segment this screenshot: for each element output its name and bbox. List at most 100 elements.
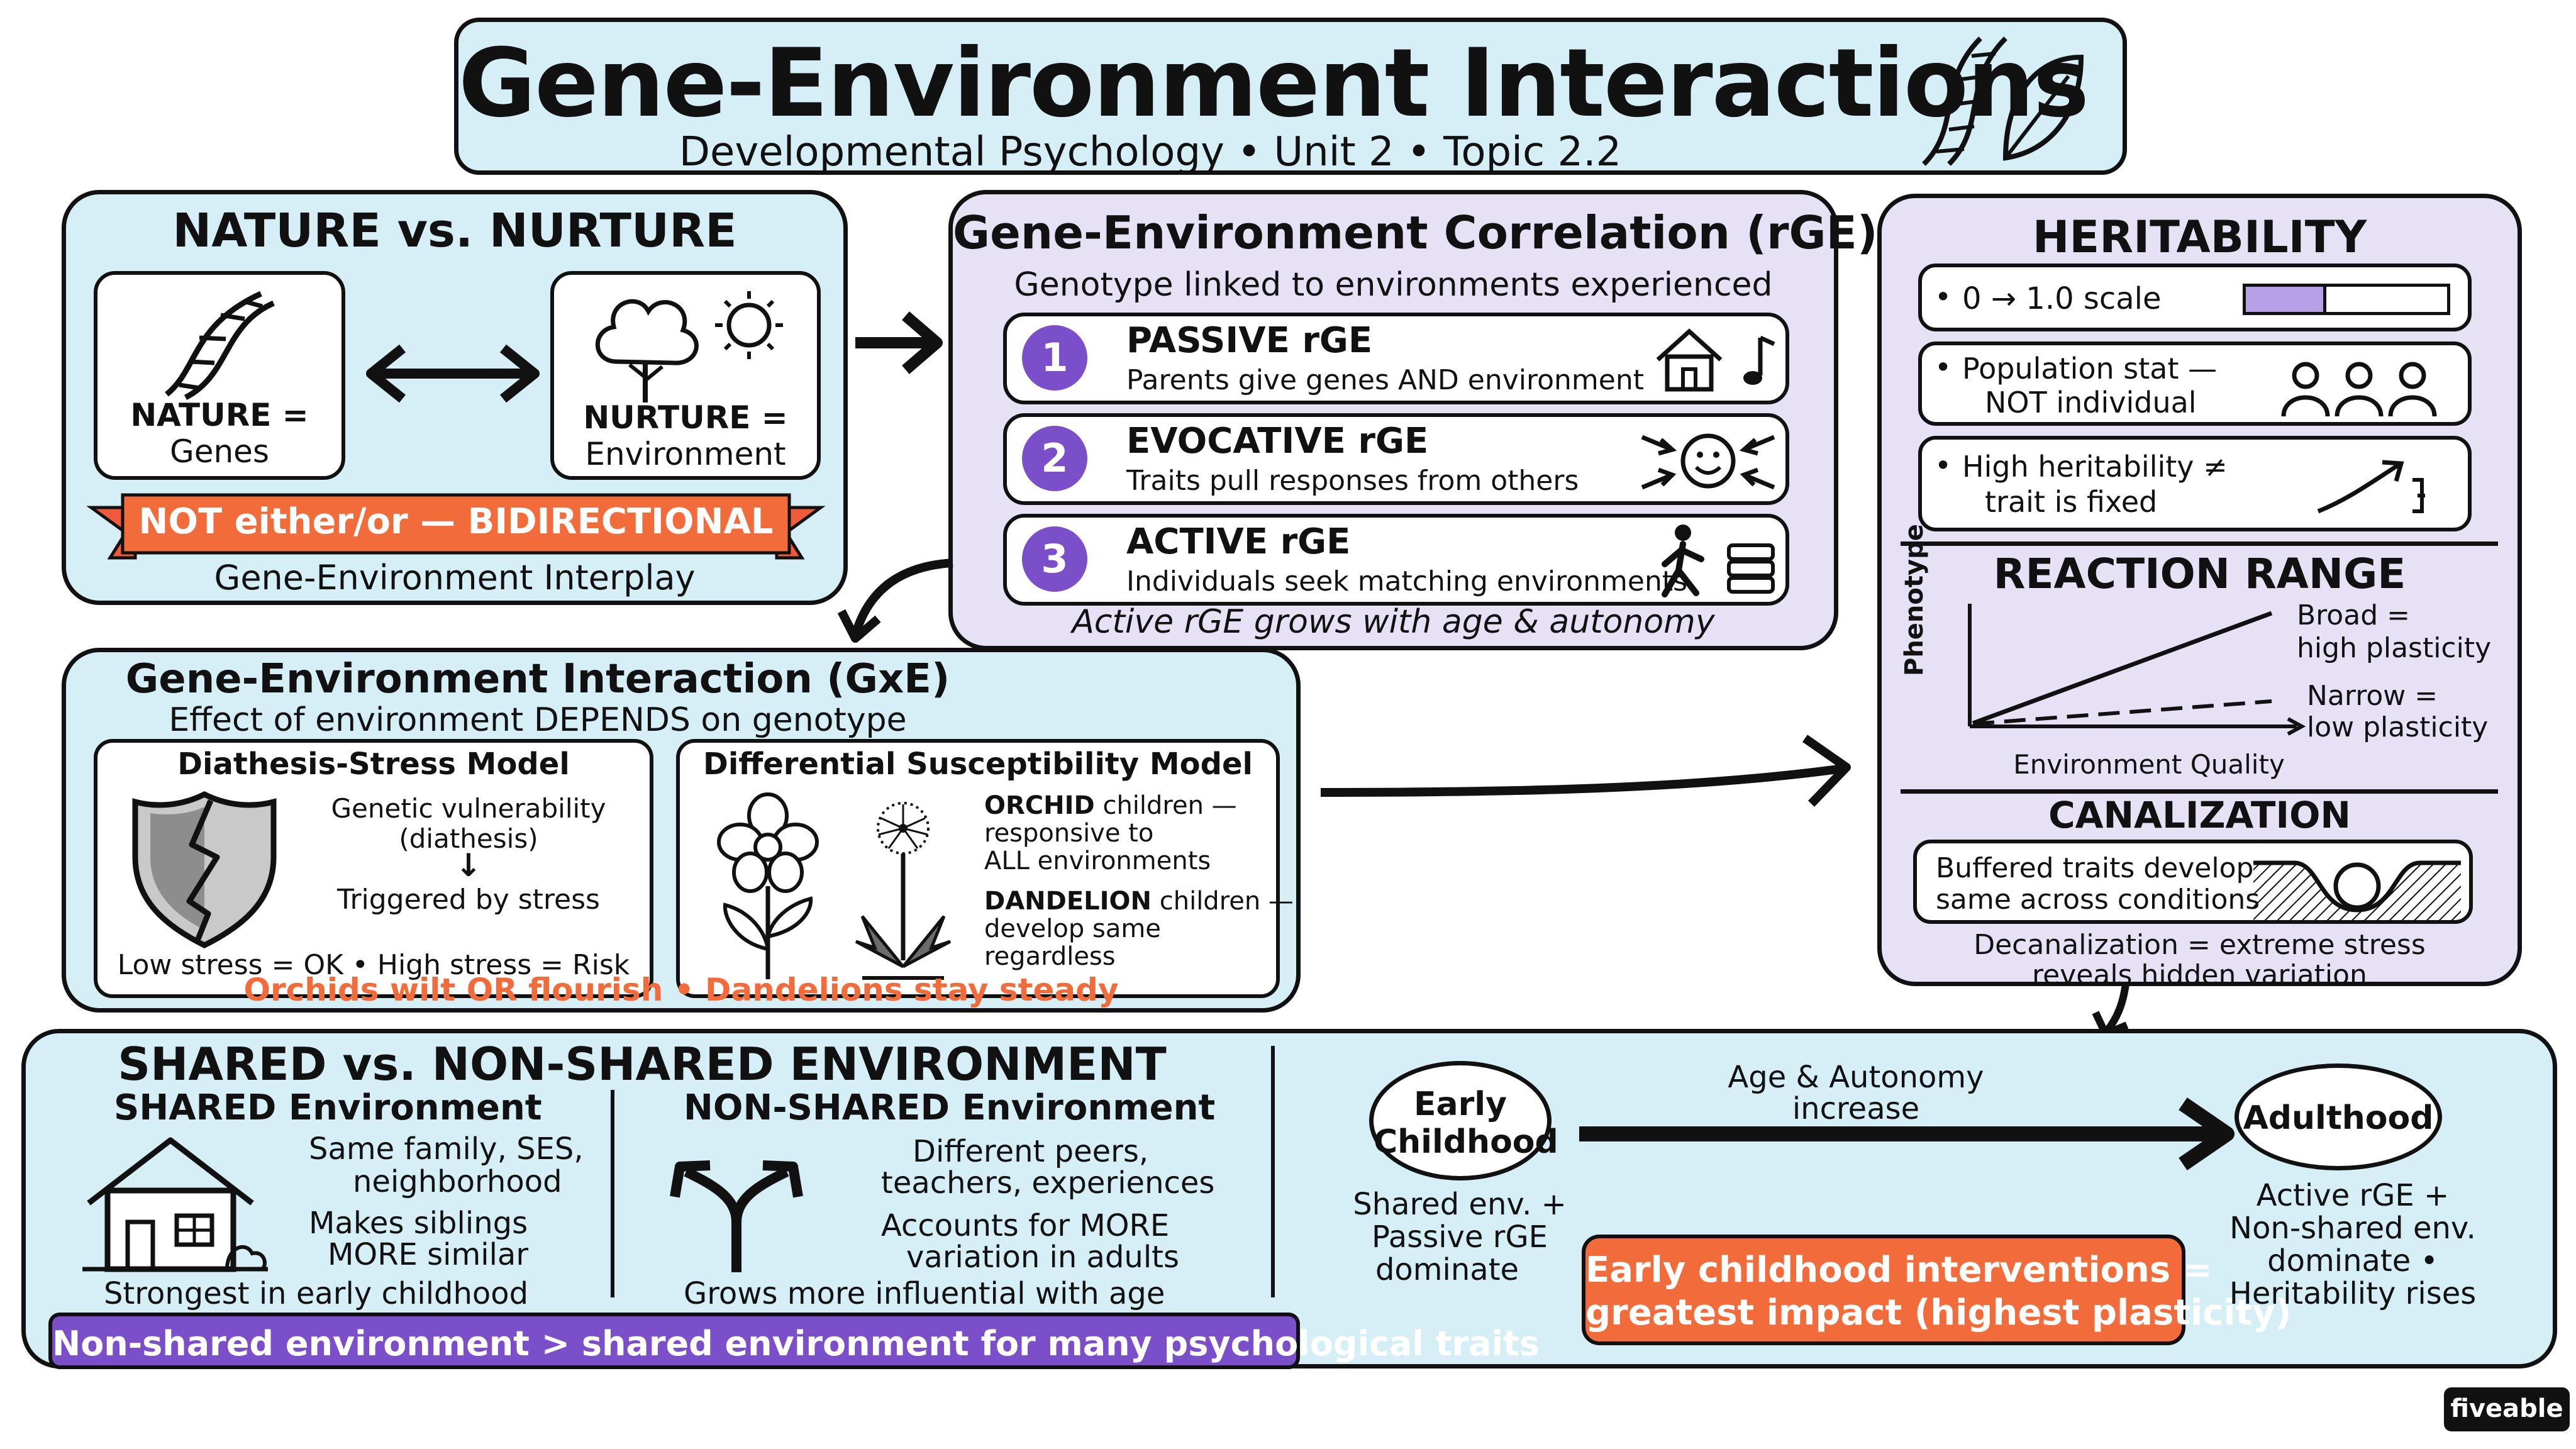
diverging-arrows-icon: [670, 1160, 803, 1272]
shared-title: SHARED vs. NON-SHARED ENVIRONMENT: [118, 1038, 1167, 1091]
shared-divider: [611, 1090, 614, 1297]
narrow-line2: low plasticity: [2307, 711, 2489, 743]
nurture-value: Environment: [585, 436, 786, 472]
cracked-shield-icon: [132, 791, 277, 949]
rge-item-desc: Traits pull responses from others: [1126, 465, 1579, 497]
heritability-title: HERITABILITY: [2032, 211, 2367, 263]
broad-line1: Broad =: [2297, 599, 2410, 631]
dandelion-line1: DANDELION children —: [984, 887, 1294, 916]
rge-title: Gene-Environment Correlation (rGE): [953, 206, 1878, 259]
rge-footer: Active rGE grows with age & autonomy: [1072, 603, 1715, 641]
dna-icon: [165, 291, 275, 401]
narrow-line1: Narrow =: [2307, 680, 2438, 712]
rge-subtitle: Genotype linked to environments experien…: [1014, 266, 1773, 304]
reaction-range-chart: [1968, 604, 2306, 736]
high-heritability-box: • High heritability ≠ trait is fixed: [1918, 436, 2472, 531]
adult-note2: Non-shared env.: [2229, 1211, 2476, 1246]
rge-item-desc: Parents give genes AND environment: [1126, 364, 1644, 396]
brand-text: fiveable: [2450, 1394, 2563, 1423]
nonshared-banner-text: Non-shared environment > shared environm…: [52, 1324, 1540, 1363]
diathesis-line1: Genetic vulnerability: [331, 793, 606, 824]
early-childhood-node: Early Childhood: [1369, 1061, 1558, 1180]
adult-note4: Heritability rises: [2229, 1276, 2477, 1311]
diathesis-line3: Triggered by stress: [337, 884, 600, 916]
nonshared-line4: variation in adults: [906, 1240, 1179, 1275]
ball-valley-icon: [2253, 860, 2461, 920]
curved-arrow-icon: [837, 558, 953, 643]
nonshared-line1: Different peers,: [913, 1134, 1149, 1169]
scale-text: 0 → 1.0 scale: [1962, 281, 2162, 316]
bidirectional-arrow-icon: [366, 344, 540, 403]
rge-number-2: 2: [1022, 426, 1087, 491]
pop-line2: NOT individual: [1985, 386, 2197, 419]
dandelion-line2: develop same: [984, 914, 1161, 943]
rising-arrow-icon: [2317, 460, 2425, 514]
nature-value: Genes: [169, 433, 269, 470]
shared-line3: Makes siblings: [309, 1206, 528, 1241]
header-panel: Gene-Environment Interactions Developmen…: [454, 18, 2127, 175]
rge-item-desc: Individuals seek matching environments: [1126, 565, 1688, 597]
orchid-icon: [717, 792, 819, 979]
arrow-label-line2: increase: [1792, 1091, 1920, 1126]
diathesis-arrow-icon: ↓: [455, 847, 482, 884]
house-icon: [82, 1137, 268, 1272]
nonshared-line2: teachers, experiences: [881, 1165, 1215, 1201]
nonshared-banner: Non-shared environment > shared environm…: [48, 1313, 1540, 1369]
heritability-scale-bar: [2243, 284, 2450, 315]
scale-bar-fill: [2246, 287, 2326, 312]
adulthood-label: Adulthood: [2243, 1099, 2434, 1137]
shared-line2: neighborhood: [353, 1164, 562, 1199]
diathesis-stress-box: Diathesis-Stress Model Genetic vulnerabi…: [94, 739, 653, 998]
rge-item-evocative: 2 EVOCATIVE rGE Traits pull responses fr…: [1003, 413, 1789, 505]
rge-item-active: 3 ACTIVE rGE Individuals seek matching e…: [1003, 514, 1789, 606]
canalization-title: CANALIZATION: [2048, 794, 2351, 836]
orchid-line3: ALL environments: [984, 847, 1211, 875]
nonshared-line3: Accounts for MORE: [881, 1208, 1170, 1243]
house-music-icon: [1656, 328, 1775, 392]
dandelion-icon: [855, 802, 952, 980]
intervention-callout: Early childhood interventions = greatest…: [1582, 1235, 2292, 1345]
reaction-range-title: REACTION RANGE: [1993, 550, 2406, 598]
adult-note3: dominate •: [2267, 1243, 2438, 1279]
nonshared-footer: Grows more influential with age: [684, 1276, 1165, 1311]
early-note1: Shared env. +: [1353, 1187, 1567, 1222]
gxe-footer: Orchids wilt OR flourish • Dandelions st…: [243, 972, 1119, 1008]
diathesis-line2: (diathesis): [399, 823, 538, 854]
pop-line1: Population stat —: [1962, 352, 2218, 386]
diff-title: Differential Susceptibility Model: [703, 747, 1253, 782]
canal-line1: Buffered traits develop: [1936, 852, 2254, 884]
shared-footer: Strongest in early childhood: [104, 1276, 529, 1311]
timeline-arrow-icon: [1579, 1097, 2235, 1170]
diathesis-footer: Low stress = OK • High stress = Risk: [117, 949, 630, 981]
early-note2: Passive rGE: [1371, 1219, 1548, 1255]
reaction-xlabel: Environment Quality: [2013, 749, 2285, 780]
nurture-box: NURTURE = Environment: [550, 271, 821, 480]
decanalization-line1: Decanalization = extreme stress: [1974, 929, 2426, 961]
canalization-divider: [1901, 789, 2498, 794]
brand-logo: fiveable: [2444, 1387, 2570, 1431]
walker-books-icon: [1662, 525, 1775, 597]
flow-arrow-icon: [855, 311, 943, 374]
adult-note1: Active rGE +: [2256, 1178, 2450, 1213]
heritability-divider: [1901, 541, 2498, 546]
high-line2: trait is fixed: [1985, 485, 2158, 519]
interplay-caption: Gene-Environment Interplay: [214, 558, 696, 597]
differential-susceptibility-box: Differential Susceptibility Model: [676, 739, 1294, 998]
rge-item-name: EVOCATIVE rGE: [1126, 421, 1429, 462]
pop-bullet: •: [1935, 350, 1952, 384]
tree-sun-icon: [595, 291, 783, 402]
right-arrow-icon: [1320, 735, 1851, 807]
rge-panel: Gene-Environment Correlation (rGE) Genot…: [948, 190, 1878, 650]
shared-line1: Same family, SES,: [309, 1131, 584, 1167]
nature-label: NATURE =: [130, 397, 309, 433]
smiley-arrows-icon: [1641, 433, 1775, 490]
early-note3: dominate: [1375, 1252, 1519, 1287]
broad-line2: high plasticity: [2297, 632, 2492, 664]
heritability-scale-box: • 0 → 1.0 scale: [1918, 264, 2472, 331]
dandelion-line3: regardless: [984, 942, 1116, 971]
arrow-label-line1: Age & Autonomy: [1728, 1060, 1984, 1095]
page-subtitle: Developmental Psychology • Unit 2 • Topi…: [679, 129, 1622, 175]
rge-number-3: 3: [1022, 526, 1087, 592]
dna-leaf-icon: [1922, 36, 2084, 166]
nature-nurture-panel: NATURE vs. NURTURE NATURE = Genes: [62, 190, 848, 605]
